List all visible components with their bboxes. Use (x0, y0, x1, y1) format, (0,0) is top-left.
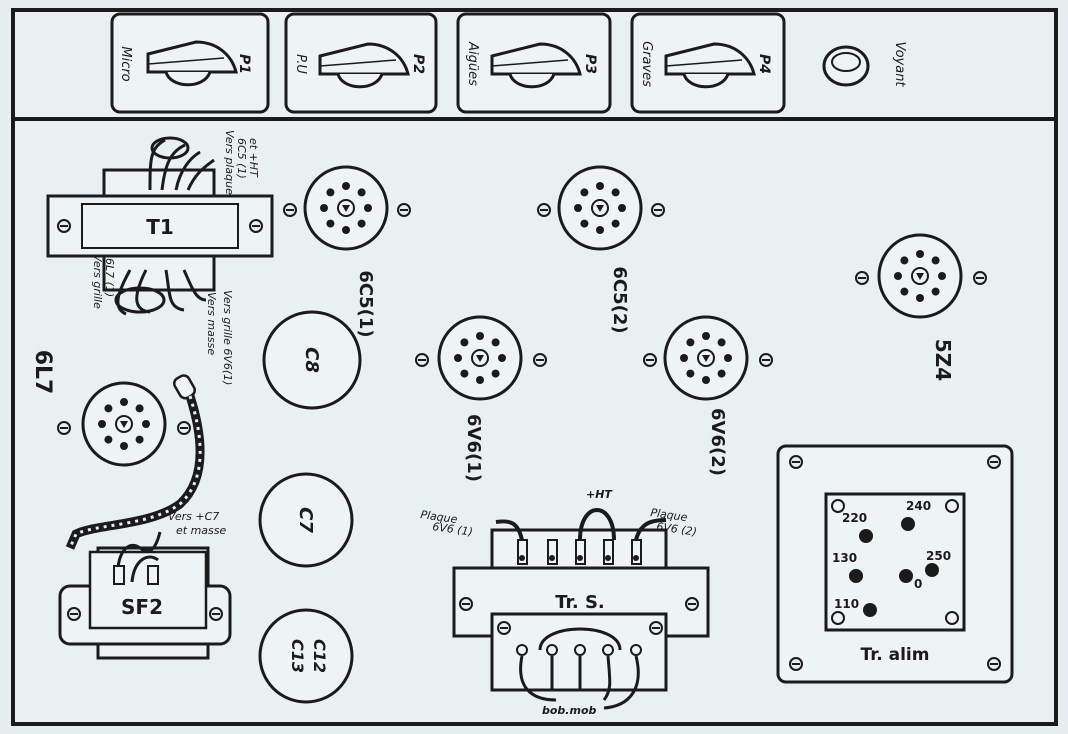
t1-label: T1 (146, 215, 174, 239)
control-p4-function: Graves (639, 41, 654, 87)
bob-mob-note: bob.mob (542, 704, 597, 717)
trs-notes: Plaque 6V6 (1) Plaque 6V6 (2) +HT bob.mo… (420, 488, 698, 717)
svg-text:et masse: et masse (176, 524, 226, 537)
svg-text:Plaque: Plaque (650, 506, 689, 524)
tube-6v6-2: 6V6(2) (643, 315, 773, 476)
capacitor-c7: C7 (258, 472, 354, 568)
control-p1-label: P1 (236, 54, 252, 74)
svg-text:Vers +C7: Vers +C7 (168, 510, 219, 523)
tap-0: 0 (914, 577, 922, 591)
voyant-label: Voyant (892, 41, 907, 87)
tap-240: 240 (906, 499, 931, 513)
tube-6c5-1: 6C5(1) (283, 165, 411, 338)
control-p4-label: P4 (756, 54, 772, 74)
tube-6v6-2-label: 6V6(2) (707, 408, 728, 476)
c8-label: C8 (301, 347, 322, 373)
svg-text:6L7 (1): 6L7 (1) (103, 258, 116, 297)
c7-label: C7 (295, 507, 316, 533)
transformer-tralim: 220 240 130 250 0 110 Tr. alim (776, 444, 1014, 684)
transformer-trs: Tr. S. (452, 508, 710, 710)
control-p3-label: P3 (582, 54, 598, 74)
tube-6c5-1-label: 6C5(1) (355, 270, 376, 337)
control-p2-label: P2 (410, 54, 426, 74)
tap-130: 130 (832, 551, 857, 565)
svg-text:Vers grille: Vers grille (91, 254, 104, 309)
tube-6l7-label: 6L7 (30, 350, 55, 395)
control-p2-function: P.U (293, 54, 308, 74)
svg-text:Vers grille 6V6(1): Vers grille 6V6(1) (221, 290, 234, 385)
control-p3: Aigües P3 (456, 12, 612, 114)
tube-6c5-2-label: 6C5(2) (609, 266, 630, 333)
t1-top-note: Vers plaque 6C5 (1) et +HT (223, 130, 260, 195)
svg-text:6C5 (1): 6C5 (1) (235, 138, 248, 179)
sf2-note: Vers +C7 et masse (168, 510, 226, 537)
svg-text:et +HT: et +HT (247, 138, 260, 178)
tube-5z4-label: 5Z4 (931, 339, 955, 381)
svg-text:Vers plaque: Vers plaque (223, 130, 236, 195)
control-p1-function: Micro (118, 46, 133, 81)
tralim-label: Tr. alim (861, 645, 930, 665)
transformer-t1: T1 (46, 136, 274, 316)
svg-text:6V6 (1): 6V6 (1) (432, 520, 474, 539)
svg-text:6V6 (2): 6V6 (2) (656, 520, 698, 539)
voyant-lamp: Voyant (822, 41, 907, 87)
trs-label: Tr. S. (555, 592, 605, 613)
svg-text:Vers masse: Vers masse (205, 292, 218, 355)
braided-cable (65, 374, 205, 550)
control-p4: Graves P4 (630, 12, 786, 114)
hv-note: +HT (586, 488, 613, 501)
sf2-label: SF2 (121, 595, 163, 619)
choke-sf2: SF2 (58, 531, 232, 660)
c12-label: C12 (310, 639, 329, 673)
tube-6v6-1-label: 6V6(1) (463, 414, 484, 482)
t1-bottom-b-note: Vers grille 6V6(1) Vers masse (205, 290, 234, 385)
tube-6c5-2: 6C5(2) (537, 165, 665, 334)
capacitor-c12-c13: C12 C13 (258, 608, 354, 704)
control-p3-function: Aigües (465, 41, 480, 86)
control-p2: P.U P2 (284, 12, 438, 114)
tap-110: 110 (834, 597, 859, 611)
tap-220: 220 (842, 511, 867, 525)
tube-6l7: 6L7 (30, 350, 191, 467)
tube-6v6-1: 6V6(1) (415, 315, 547, 482)
tube-5z4: 5Z4 (855, 233, 987, 381)
capacitor-c8: C8 (262, 310, 362, 410)
svg-text:Plaque: Plaque (420, 508, 459, 526)
control-p1: Micro P1 (110, 12, 270, 114)
tap-250: 250 (926, 549, 951, 563)
c13-label: C13 (288, 639, 307, 673)
t1-bottom-note: Vers grille 6L7 (1) (91, 254, 116, 309)
